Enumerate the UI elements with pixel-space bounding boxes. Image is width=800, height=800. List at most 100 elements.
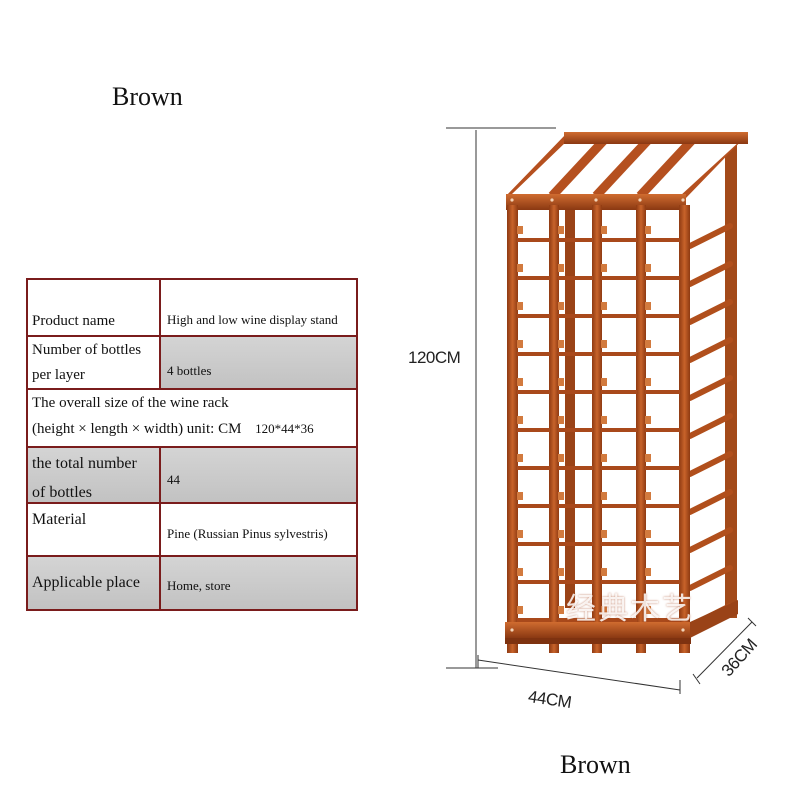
- rack-peg: [517, 416, 523, 424]
- front-rung: [517, 580, 550, 584]
- rack-peg: [558, 226, 564, 234]
- rack-front-rungs: [517, 226, 680, 622]
- front-rung: [601, 428, 637, 432]
- front-rung: [645, 428, 680, 432]
- front-rung: [601, 238, 637, 242]
- rack-peg: [517, 226, 523, 234]
- rack-peg: [517, 302, 523, 310]
- front-rung: [558, 314, 593, 318]
- rack-peg: [645, 416, 651, 424]
- rack-peg: [517, 568, 523, 576]
- table-row: Material Pine (Russian Pinus sylvestris): [28, 504, 356, 557]
- front-rung: [645, 542, 680, 546]
- front-rung: [517, 352, 550, 356]
- front-rung: [601, 504, 637, 508]
- front-rung: [558, 542, 593, 546]
- rack-side-rungs: [687, 223, 733, 629]
- table-row: Product name High and low wine display s…: [28, 280, 356, 337]
- table-label: Number of bottles per layer: [28, 337, 161, 388]
- table-value: High and low wine display stand: [167, 312, 338, 327]
- rack-peg: [645, 264, 651, 272]
- table-label-line: the total number: [32, 455, 137, 472]
- front-rung: [558, 352, 593, 356]
- front-rung: [645, 466, 680, 470]
- rack-peg: [601, 264, 607, 272]
- side-rung: [687, 223, 733, 249]
- rack-peg: [517, 378, 523, 386]
- table-label-line: The overall size of the wine rack: [32, 395, 229, 411]
- rack-peg: [517, 530, 523, 538]
- side-rung: [687, 413, 733, 439]
- front-rung: [601, 466, 637, 470]
- front-rung: [558, 238, 593, 242]
- table-label: Material: [28, 504, 161, 555]
- front-rung: [517, 390, 550, 394]
- front-rung: [517, 618, 550, 622]
- rack-peg: [558, 530, 564, 538]
- rack-peg: [517, 606, 523, 614]
- rack-peg: [558, 378, 564, 386]
- rack-peg: [645, 492, 651, 500]
- side-rung: [687, 451, 733, 477]
- rack-peg: [558, 606, 564, 614]
- rack-peg: [601, 492, 607, 500]
- width-dimension-label: 36CM: [717, 635, 761, 681]
- front-rung: [558, 390, 593, 394]
- rack-peg: [601, 454, 607, 462]
- rack-peg: [601, 378, 607, 386]
- front-rung: [517, 466, 550, 470]
- rack-screws: [510, 198, 685, 632]
- rack-peg: [645, 226, 651, 234]
- front-rung: [517, 314, 550, 318]
- length-dimension-label: 44CM: [526, 687, 573, 712]
- rack-top-frame: [506, 132, 748, 210]
- table-label-line: (height × length × width) unit: CM 120*4…: [32, 418, 352, 441]
- rack-peg: [517, 492, 523, 500]
- table-value: Pine (Russian Pinus sylvestris): [167, 526, 328, 541]
- rack-peg: [558, 568, 564, 576]
- front-rung: [645, 504, 680, 508]
- rack-peg: [645, 340, 651, 348]
- front-rung: [645, 314, 680, 318]
- side-rung: [687, 261, 733, 287]
- title-bottom: Brown: [560, 750, 631, 779]
- rack-peg: [645, 302, 651, 310]
- rack-peg: [517, 340, 523, 348]
- side-rung: [687, 375, 733, 401]
- rack-peg: [601, 226, 607, 234]
- side-rung: [687, 565, 733, 591]
- side-rung: [687, 527, 733, 553]
- rack-peg: [558, 302, 564, 310]
- table-value: 120*44*36: [255, 421, 314, 437]
- front-rung: [517, 428, 550, 432]
- rack-peg: [601, 340, 607, 348]
- rack-peg: [645, 568, 651, 576]
- table-label: Applicable place: [28, 557, 161, 609]
- rack-back-posts: [565, 136, 737, 618]
- front-rung: [601, 276, 637, 280]
- rack-peg: [558, 454, 564, 462]
- front-rung: [558, 276, 593, 280]
- front-rung: [601, 542, 637, 546]
- rack-peg: [601, 530, 607, 538]
- side-rung: [687, 299, 733, 325]
- rack-peg: [517, 454, 523, 462]
- side-rung: [687, 337, 733, 363]
- front-rung: [517, 504, 550, 508]
- table-value: 4 bottles: [161, 337, 356, 388]
- height-dimension-label: 120CM: [408, 348, 461, 367]
- title-top: Brown: [112, 82, 183, 111]
- brand-watermark: 经典木艺: [566, 592, 694, 627]
- rack-peg: [558, 416, 564, 424]
- rack-peg: [645, 454, 651, 462]
- table-row: the total number of bottles 44: [28, 448, 356, 504]
- front-rung: [517, 542, 550, 546]
- table-label-line: per layer: [32, 367, 85, 384]
- table-label-text: (height × length × width) unit: CM: [32, 421, 242, 438]
- table-label-line: of bottles: [32, 483, 92, 501]
- rack-peg: [601, 302, 607, 310]
- rack-peg: [558, 492, 564, 500]
- front-rung: [601, 314, 637, 318]
- table-row: The overall size of the wine rack (heigh…: [28, 390, 356, 448]
- rack-peg: [558, 264, 564, 272]
